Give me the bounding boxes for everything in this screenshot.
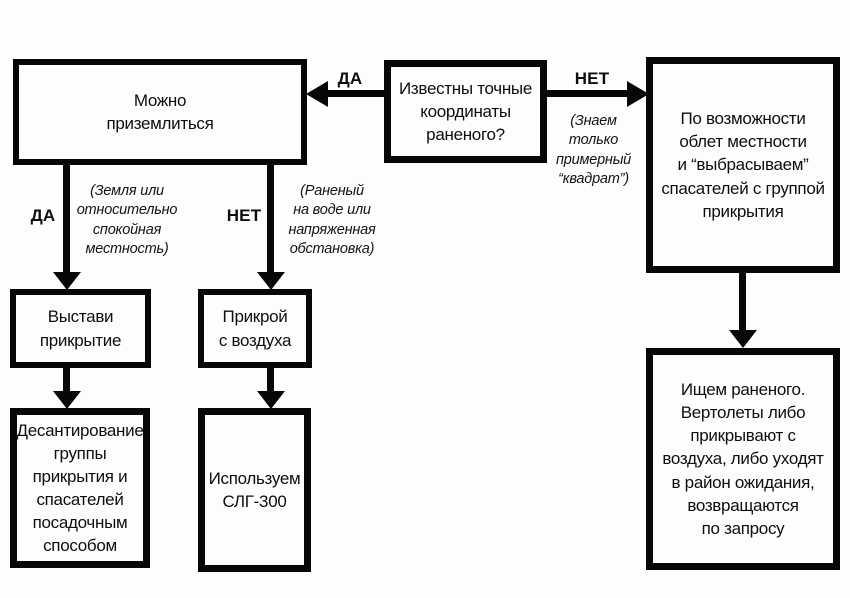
edge-coords-yes-label: ДА [337, 69, 363, 88]
node-can-land: Можно приземлиться [13, 59, 307, 165]
edge-flyover-line [739, 271, 746, 332]
edge-cover-air-arrowhead-icon [257, 391, 285, 409]
edge-coords-no-arrowhead-icon [627, 81, 649, 107]
node-landing-party-label: Десантирование группы прикрытия и спасат… [16, 420, 144, 556]
edge-flyover-arrowhead-icon [729, 330, 757, 348]
node-use-slg: Используем СЛГ-300 [198, 408, 311, 572]
edge-coords-no-line [547, 90, 629, 97]
node-flyover-label: По возможности облет местности и “выбрас… [661, 109, 825, 221]
edge-set-cover-line [63, 366, 70, 393]
edge-land-no-label: НЕТ [226, 206, 262, 225]
node-cover-from-air-label: Прикрой с воздуха [218, 307, 292, 350]
edge-coords-yes-line [326, 90, 384, 97]
node-known-coords-label: Известны точные координаты раненого? [398, 78, 533, 145]
node-set-cover: Выстави прикрытие [10, 289, 151, 368]
edge-land-no-line [267, 163, 274, 274]
edge-land-yes-label: ДА [30, 206, 56, 225]
node-landing-party: Десантирование группы прикрытия и спасат… [10, 408, 150, 568]
edge-set-cover-arrowhead-icon [53, 391, 81, 409]
edge-land-yes-arrowhead-icon [53, 272, 81, 290]
node-search-wounded: Ищем раненого. Вертолеты либо прикрывают… [646, 348, 840, 570]
node-cover-from-air: Прикрой с воздуха [198, 289, 312, 368]
node-can-land-label: Можно приземлиться [106, 90, 214, 133]
edge-land-no-arrowhead-icon [257, 272, 285, 290]
node-use-slg-label: Используем СЛГ-300 [208, 468, 301, 511]
node-flyover: По возможности облет местности и “выбрас… [646, 57, 840, 273]
edge-cover-air-line [267, 366, 274, 393]
node-set-cover-label: Выстави прикрытие [39, 307, 122, 350]
edge-land-no-note: (Раненый на воде или напряженная обстано… [288, 183, 376, 258]
edge-land-yes-line [63, 163, 70, 274]
edge-coords-no-label: НЕТ [574, 69, 610, 88]
edge-coords-yes-arrowhead-icon [306, 81, 328, 107]
node-search-wounded-label: Ищем раненого. Вертолеты либо прикрывают… [662, 380, 824, 538]
node-known-coords: Известны точные координаты раненого? [384, 60, 547, 163]
edge-land-yes-note: (Земля или относительно спокойная местно… [76, 183, 178, 258]
edge-coords-no-note: (Знаем только примерный “квадрат”) [555, 113, 632, 188]
